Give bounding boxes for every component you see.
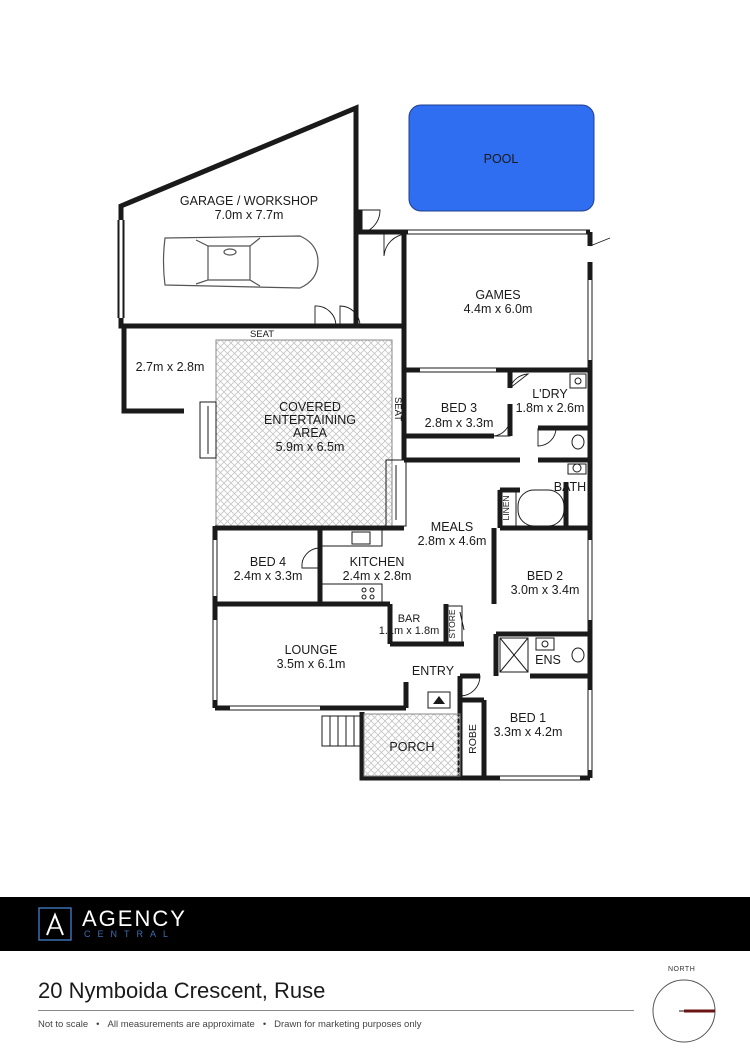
- porch-steps: [321, 715, 363, 747]
- sliding-doors: [199, 401, 407, 527]
- covered-label-3: AREA: [293, 426, 328, 440]
- ens-label: ENS: [535, 653, 561, 667]
- store-label: STORE: [447, 609, 457, 638]
- disclaimer: Not to scale • All measurements are approx…: [38, 1019, 421, 1030]
- bar-label: BAR: [398, 613, 421, 625]
- kitchen-benches: [321, 529, 383, 603]
- disclaimer-scale: Not to scale: [38, 1019, 89, 1030]
- disclaimer-sep-2: •: [262, 1019, 267, 1030]
- kitchen-label: KITCHEN: [350, 555, 405, 569]
- brand-name: AGENCY: [82, 906, 187, 931]
- meals-label: MEALS: [431, 520, 473, 534]
- bar-size: 1.1m x 1.8m: [379, 625, 440, 637]
- laundry-label: L'DRY: [532, 387, 568, 401]
- north-compass-icon: [652, 979, 716, 1043]
- disclaimer-marketing: Drawn for marketing purposes only: [274, 1019, 422, 1030]
- disclaimer-measure: All measurements are approximate: [107, 1019, 255, 1030]
- games-label: GAMES: [475, 288, 520, 302]
- pool-label: POOL: [484, 152, 519, 166]
- bed4-label: BED 4: [250, 555, 286, 569]
- entry-arrow-icon: [427, 691, 451, 709]
- covered-area: [215, 339, 393, 527]
- divider: [38, 1010, 634, 1011]
- lounge-label: LOUNGE: [285, 643, 338, 657]
- garage-label: GARAGE / WORKSHOP: [180, 194, 318, 208]
- bath-fixtures: [517, 373, 587, 663]
- porch-area: [363, 713, 461, 777]
- bath-label: BATH: [554, 480, 586, 494]
- shed-walls: [121, 326, 184, 414]
- robe-cupboard: [461, 701, 483, 777]
- north-label: NORTH: [668, 966, 696, 973]
- bar-door: [459, 611, 465, 631]
- car-icon: [162, 235, 319, 289]
- bed4-size: 2.4m x 3.3m: [234, 569, 303, 583]
- bed3-label: BED 3: [441, 401, 477, 415]
- shed-size: 2.7m x 2.8m: [136, 360, 205, 374]
- meals-size: 2.8m x 4.6m: [418, 534, 487, 548]
- games-size: 4.4m x 6.0m: [464, 302, 533, 316]
- ensuite-shower: [499, 637, 529, 673]
- covered-label-2: ENTERTAINING: [264, 413, 356, 427]
- garage-size: 7.0m x 7.7m: [215, 208, 284, 222]
- pool: [408, 104, 595, 212]
- seat-side-label: SEAT: [392, 397, 403, 421]
- bed1-size: 3.3m x 4.2m: [494, 725, 563, 739]
- porch-label: PORCH: [389, 740, 434, 754]
- brand-sub: CENTRAL: [84, 929, 176, 939]
- entry-label: ENTRY: [412, 664, 455, 678]
- lounge-size: 3.5m x 6.1m: [277, 657, 346, 671]
- windows: [213, 230, 592, 780]
- disclaimer-sep-1: •: [96, 1019, 100, 1030]
- covered-size: 5.9m x 6.5m: [276, 440, 345, 454]
- store-cupboard: [445, 605, 463, 643]
- linen-label: LINEN: [501, 495, 511, 520]
- window-lines: [212, 229, 593, 781]
- laundry-size: 1.8m x 2.6m: [516, 401, 585, 415]
- covered-label-1: COVERED: [279, 400, 341, 414]
- bed2-label: BED 2: [527, 569, 563, 583]
- brand-banner: AGENCY CENTRAL: [0, 897, 750, 951]
- kitchen-size: 2.4m x 2.8m: [343, 569, 412, 583]
- floor-plan: POOL GARAGE / WORKSHOP 7.0m x 7.7m 2.7m …: [117, 104, 611, 781]
- robe-label: ROBE: [467, 724, 479, 754]
- bed3-size: 2.8m x 3.3m: [425, 416, 494, 430]
- bed2-size: 3.0m x 3.4m: [511, 583, 580, 597]
- property-address: 20 Nymboida Crescent, Ruse: [38, 978, 326, 1003]
- seat-top-label: SEAT: [250, 329, 274, 340]
- bed1-label: BED 1: [510, 711, 546, 725]
- linen-cupboard: [499, 489, 517, 527]
- door-swings: [301, 209, 611, 697]
- agency-logo-icon: [38, 907, 72, 941]
